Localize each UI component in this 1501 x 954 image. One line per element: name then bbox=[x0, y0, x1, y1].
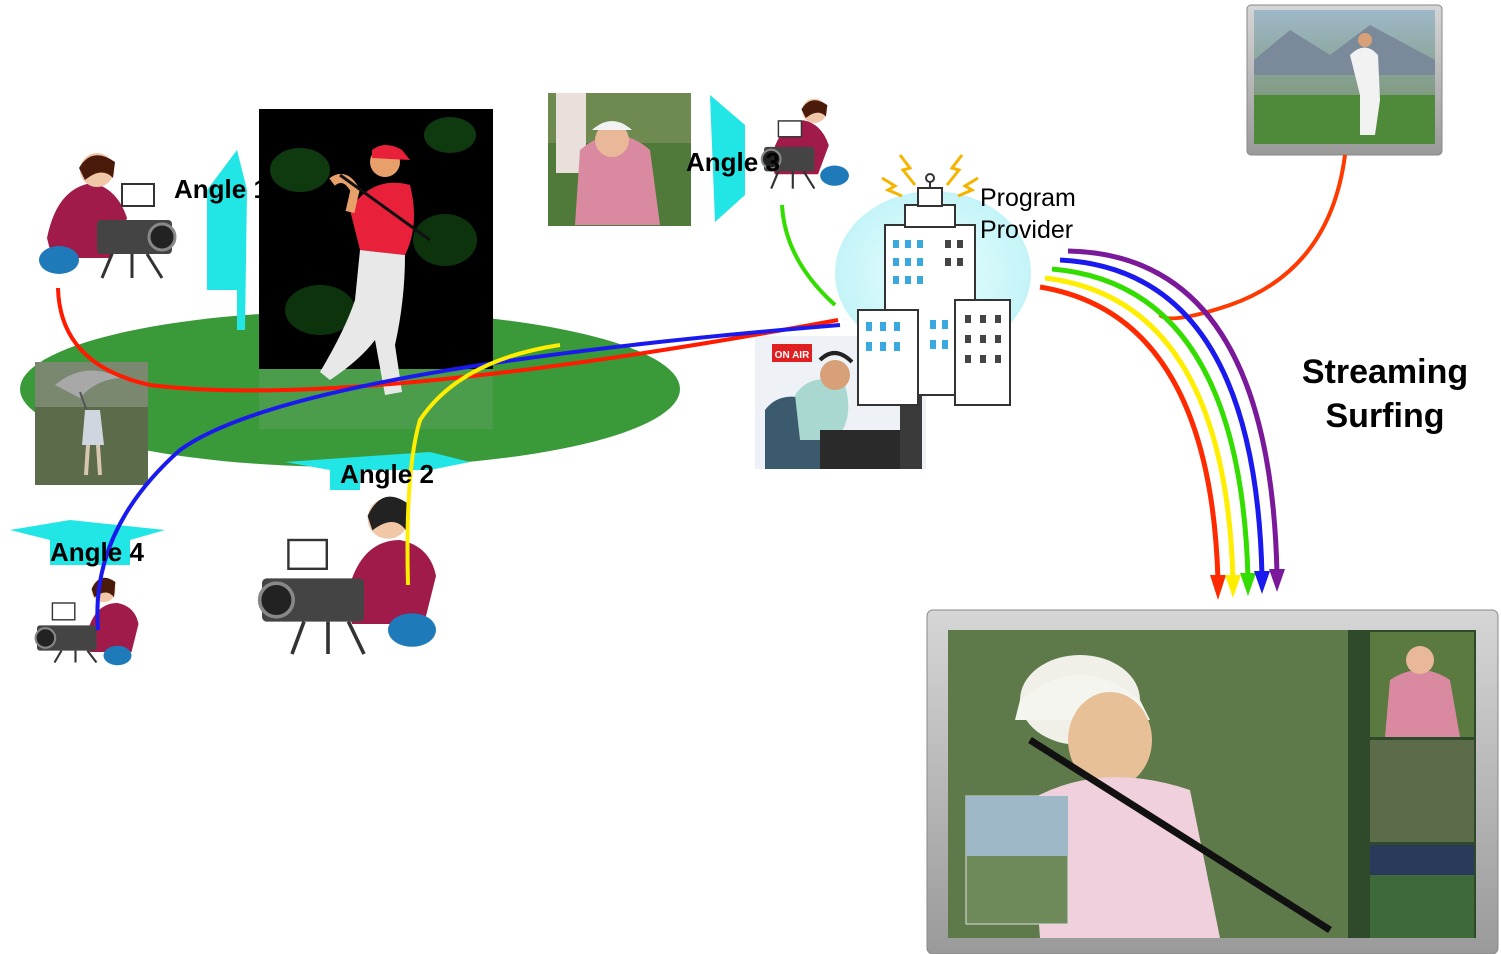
angle3-photo bbox=[548, 93, 691, 226]
camera-operator-icon bbox=[39, 153, 177, 279]
signal-spark-icon bbox=[898, 154, 917, 186]
on-air-sign: ON AIR bbox=[775, 350, 810, 361]
angle4-signal-line bbox=[95, 323, 841, 631]
angle4-view-arrow bbox=[10, 520, 165, 565]
arrow-head-red-icon bbox=[1210, 575, 1226, 600]
provider-line-1: Program bbox=[980, 184, 1076, 212]
surfing-word: Surfing bbox=[1325, 397, 1445, 435]
camera-operator-icon bbox=[760, 98, 849, 190]
arrow-head-yellow-icon bbox=[1225, 575, 1241, 598]
angle2-signal-line bbox=[405, 343, 561, 586]
top-tv-feed-line bbox=[1158, 154, 1347, 321]
arrow-head-blue-icon bbox=[1254, 571, 1270, 594]
streaming-word: Streaming bbox=[1301, 353, 1469, 391]
angle2-view-arrow bbox=[285, 452, 470, 490]
golfer-icon bbox=[259, 109, 493, 429]
provider-line-2: Provider bbox=[980, 216, 1074, 244]
arrow-head-purple-icon bbox=[1269, 569, 1285, 592]
building-icon bbox=[835, 154, 1031, 406]
angle3-signal-line bbox=[780, 204, 837, 307]
angle3-view-arrow bbox=[710, 95, 745, 222]
program-provider-label: Program Provider bbox=[980, 182, 1076, 246]
angle1-view-arrow bbox=[207, 150, 247, 330]
streaming-arrows bbox=[1039, 248, 1280, 581]
camera-operator-icon bbox=[257, 496, 436, 655]
angle1-signal-line bbox=[56, 287, 839, 393]
large-tv-display-icon bbox=[926, 609, 1499, 954]
angle1-label: Angle 1 bbox=[174, 174, 268, 204]
streaming-surfing-label: Streaming Surfing bbox=[1290, 350, 1480, 438]
arrow-head-green-icon bbox=[1240, 573, 1256, 596]
angle3-label: Angle 3 bbox=[686, 147, 780, 177]
tv-display-icon bbox=[1246, 4, 1443, 156]
angle4-label: Angle 4 bbox=[50, 537, 144, 567]
angle4-photo bbox=[35, 362, 148, 485]
camera-operator-icon bbox=[34, 577, 139, 666]
angle2-label: Angle 2 bbox=[340, 459, 434, 489]
